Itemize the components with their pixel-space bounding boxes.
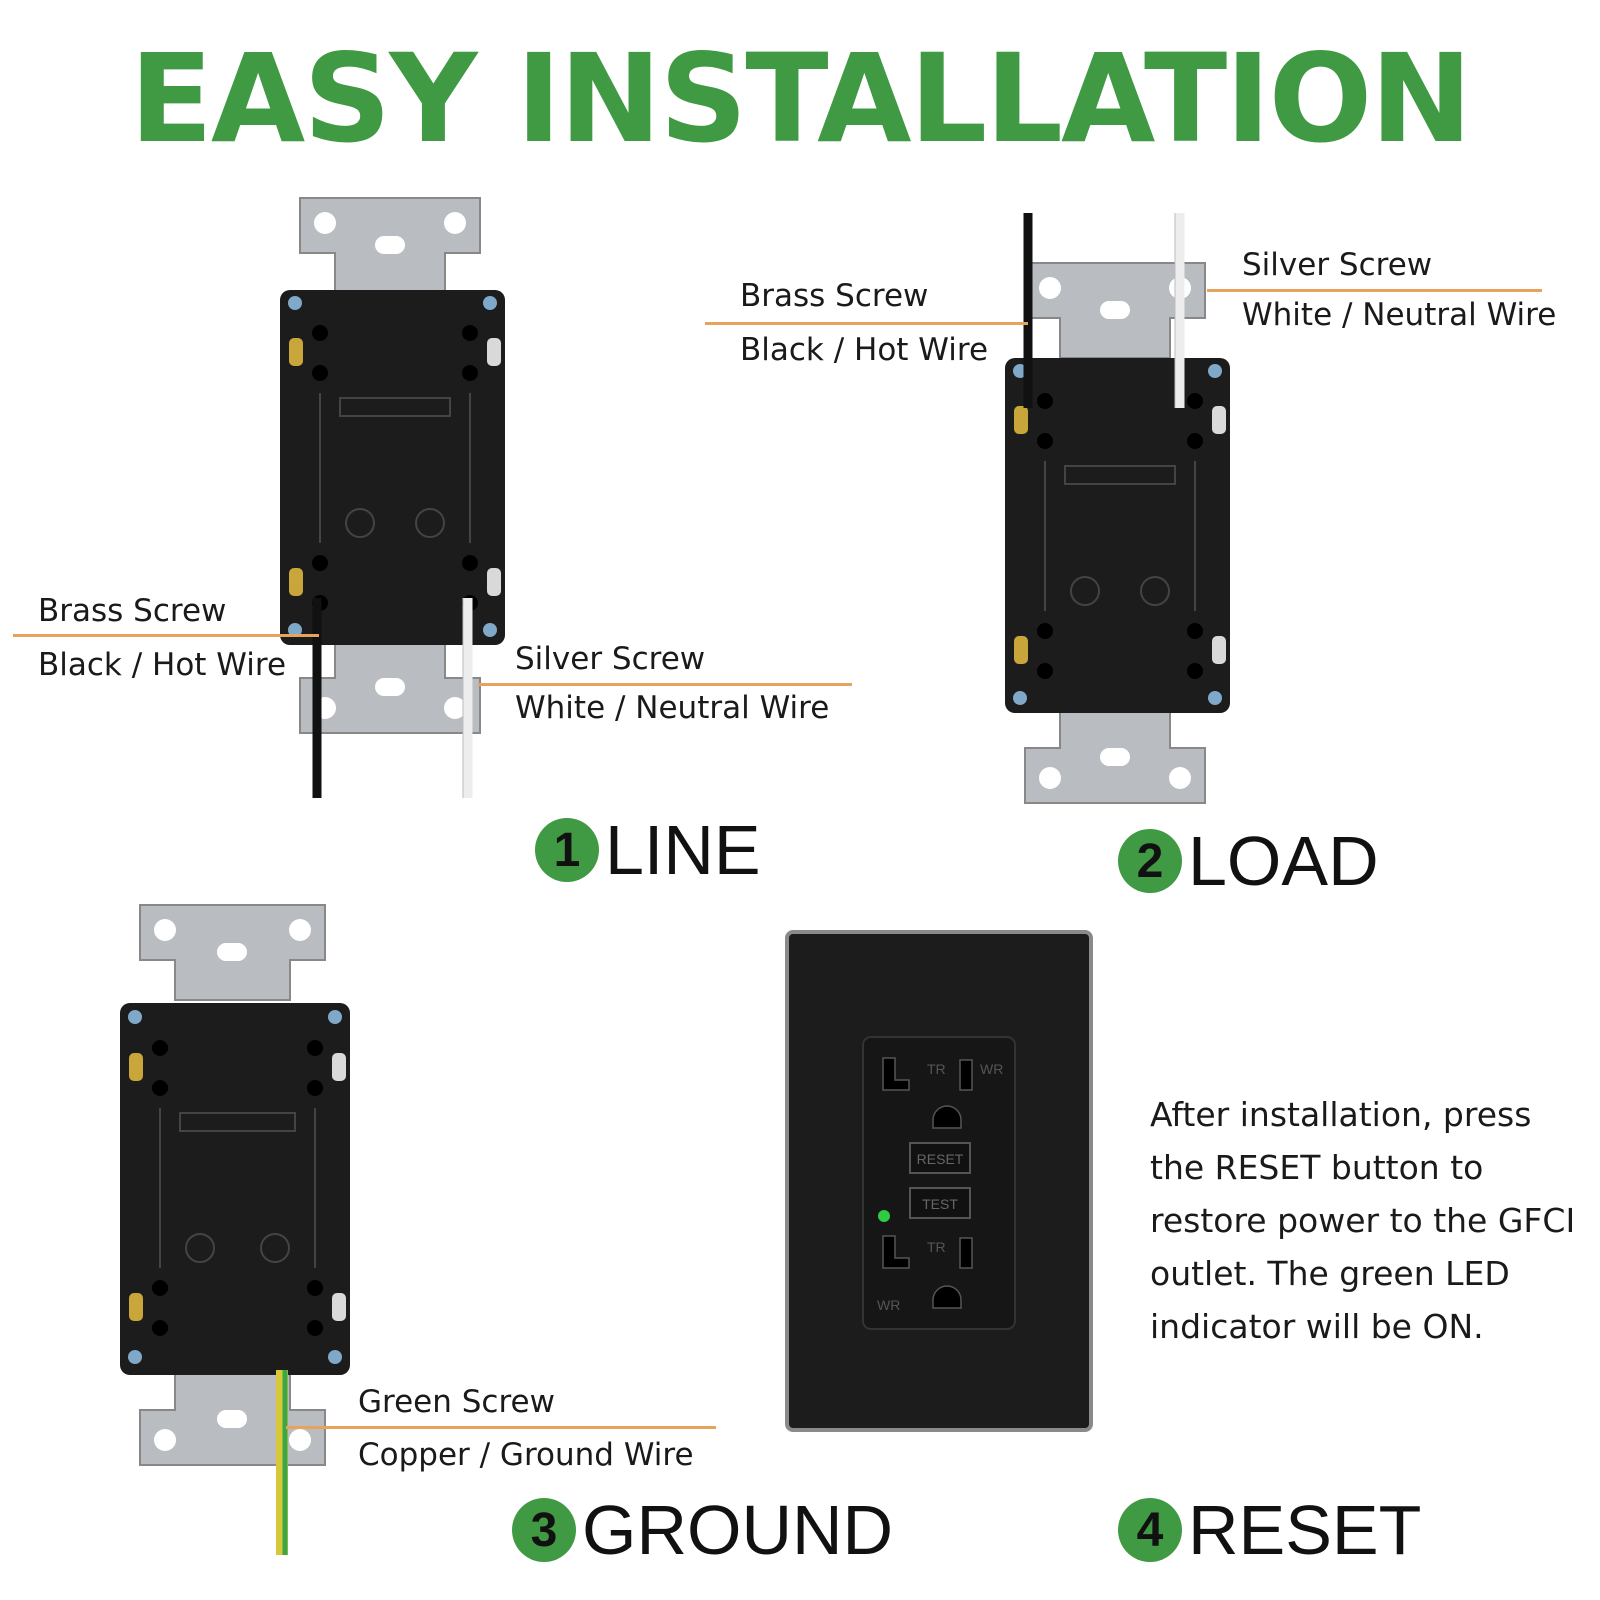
load-white-neutral-label: White / Neutral Wire [1242,297,1557,333]
test-button-label: TEST [922,1196,958,1212]
step-3-ground: 3 GROUND [512,1495,893,1565]
mounting-strap-bottom [139,1369,326,1466]
step-name: LOAD [1188,822,1379,900]
step-1-line: 1 LINE [535,815,761,885]
step-4-reset: 4 RESET [1118,1495,1421,1565]
outlet-back-body [280,290,505,645]
brass-screw-icon [289,338,303,596]
step-name: RESET [1188,1491,1422,1569]
receptacle-face [862,1036,1016,1330]
ground-leader-line [286,1426,716,1429]
outlet-back-body [120,1003,350,1375]
step-name: LINE [605,811,761,889]
line-silver-screw-label: Silver Screw [515,641,706,677]
outlet-back-body [1005,358,1230,713]
mounting-strap-top [139,904,326,1001]
step-number-badge: 3 [512,1498,576,1562]
load-outlet-diagram [1005,213,1230,804]
top-socket [882,1057,973,1129]
reset-button[interactable]: RESET [909,1142,971,1174]
ground-green-screw-label: Green Screw [358,1384,555,1420]
bottom-tr-mark: TR [927,1239,946,1255]
step-number-badge: 1 [535,818,599,882]
line-black-hot-label: Black / Hot Wire [38,647,287,683]
gfci-outlet-front: TR WR RESET TEST TR WR [785,930,1093,1432]
load-silver-leader-line [1207,289,1542,292]
line-silver-leader-line [478,683,852,686]
brass-screw-icon [1014,406,1028,664]
step-2-load: 2 LOAD [1118,826,1379,896]
top-tr-mark: TR [927,1061,946,1077]
line-outlet-diagram [280,197,505,798]
bottom-wr-mark: WR [877,1297,900,1313]
top-wr-mark: WR [980,1061,1003,1077]
green-led-indicator [878,1210,890,1222]
step-number-badge: 2 [1118,829,1182,893]
load-silver-screw-label: Silver Screw [1242,247,1433,283]
mounting-strap-top [299,197,481,294]
mounting-strap-bottom [299,637,481,734]
reset-instruction-text: After installation, press the RESET butt… [1150,1095,1576,1346]
reset-button-label: RESET [917,1151,964,1167]
bottom-socket [882,1235,973,1309]
step-name: GROUND [582,1491,894,1569]
test-button[interactable]: TEST [909,1187,971,1219]
line-brass-screw-label: Brass Screw [38,593,227,629]
line-white-neutral-label: White / Neutral Wire [515,690,830,726]
green-screw-icon [128,1010,342,1364]
load-brass-screw-label: Brass Screw [740,278,929,314]
ground-outlet-diagram [120,904,350,1555]
line-brass-leader-line [13,634,319,637]
page-title: EASY INSTALLATION [129,28,1473,170]
step-number-badge: 4 [1118,1498,1182,1562]
load-black-hot-label: Black / Hot Wire [740,332,989,368]
load-brass-leader-line [705,322,1028,325]
ground-copper-label: Copper / Ground Wire [358,1437,694,1473]
brass-screw-icon [129,1053,143,1321]
mounting-strap-bottom [1024,707,1206,804]
